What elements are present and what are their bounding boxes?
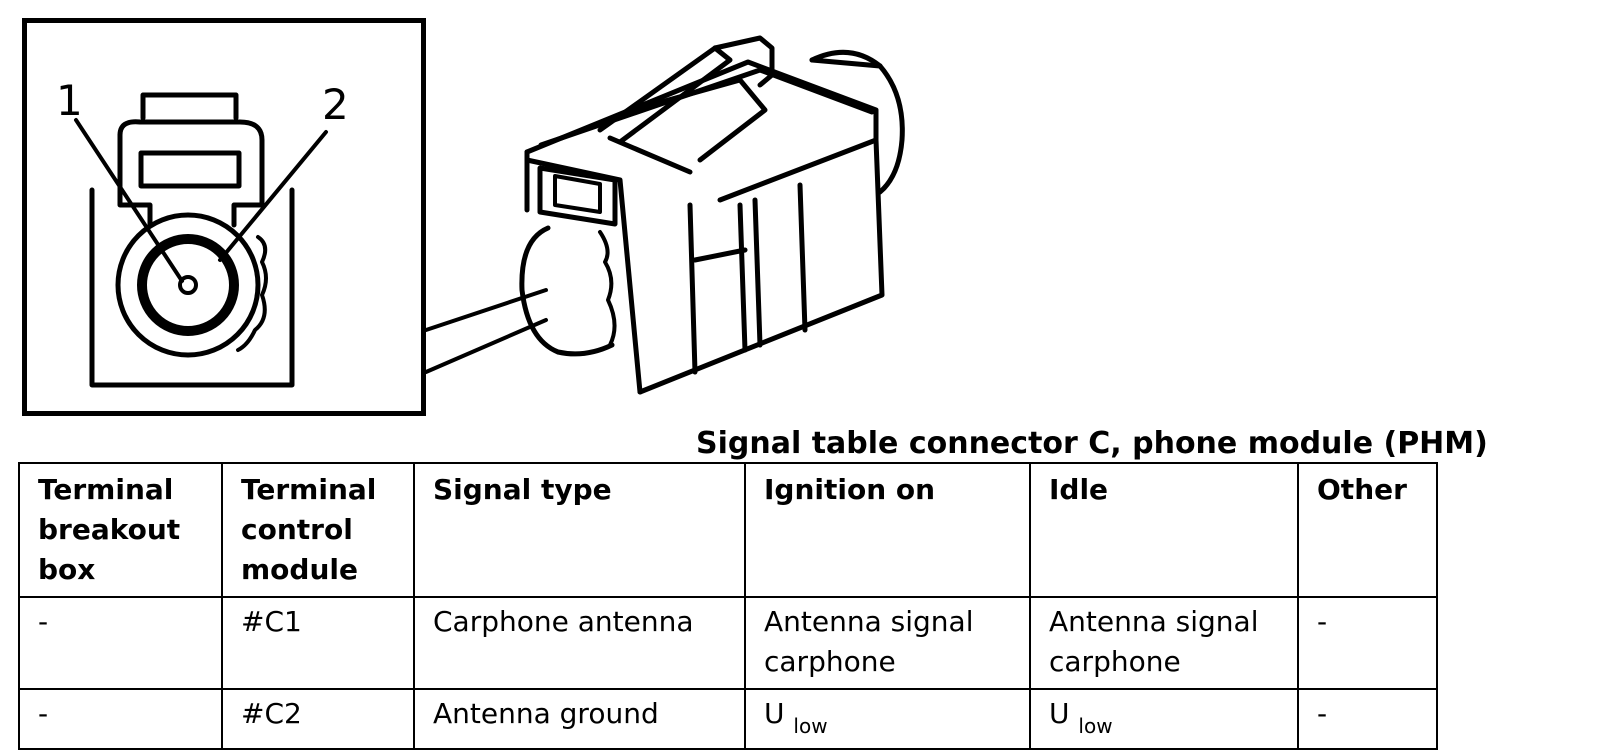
detail-inset-frame [22, 18, 426, 416]
header-terminal-breakout-box: Terminal breakout box [18, 462, 223, 598]
header-other: Other [1297, 462, 1438, 598]
cell-control: #C2 [221, 688, 415, 750]
header-terminal-control-module: Terminal control module [221, 462, 415, 598]
table-header-row: Terminal breakout box Terminal control m… [18, 462, 1438, 598]
cell-breakout: - [18, 688, 223, 750]
cell-ignition-on: Antenna signal carphone [744, 596, 1031, 690]
signal-table: Terminal breakout box Terminal control m… [18, 462, 1438, 750]
header-idle: Idle [1029, 462, 1299, 598]
cell-idle: Antenna signal carphone [1029, 596, 1299, 690]
cell-breakout: - [18, 596, 223, 690]
cell-control: #C1 [221, 596, 415, 690]
terminal-1-label: 1 [56, 76, 83, 125]
table-title: Signal table connector C, phone module (… [696, 426, 1488, 461]
voltage-subscript: low [793, 714, 828, 738]
header-signal-type: Signal type [413, 462, 746, 598]
cell-idle: U low [1029, 688, 1299, 750]
connector-3d-drawing [519, 35, 905, 395]
table-row: - #C2 Antenna ground U low U low - [18, 688, 1438, 750]
cell-ignition-on: U low [744, 688, 1031, 750]
table-row: - #C1 Carphone antenna Antenna signal ca… [18, 596, 1438, 690]
cell-signal-type: Antenna ground [413, 688, 746, 750]
voltage-symbol: U [764, 697, 785, 730]
header-ignition-on: Ignition on [744, 462, 1031, 598]
cell-other: - [1297, 688, 1438, 750]
terminal-2-label: 2 [322, 80, 349, 129]
connector-face-detail [74, 92, 548, 388]
voltage-subscript: low [1078, 714, 1113, 738]
voltage-symbol: U [1049, 697, 1070, 730]
cell-other: - [1297, 596, 1438, 690]
cell-signal-type: Carphone antenna [413, 596, 746, 690]
